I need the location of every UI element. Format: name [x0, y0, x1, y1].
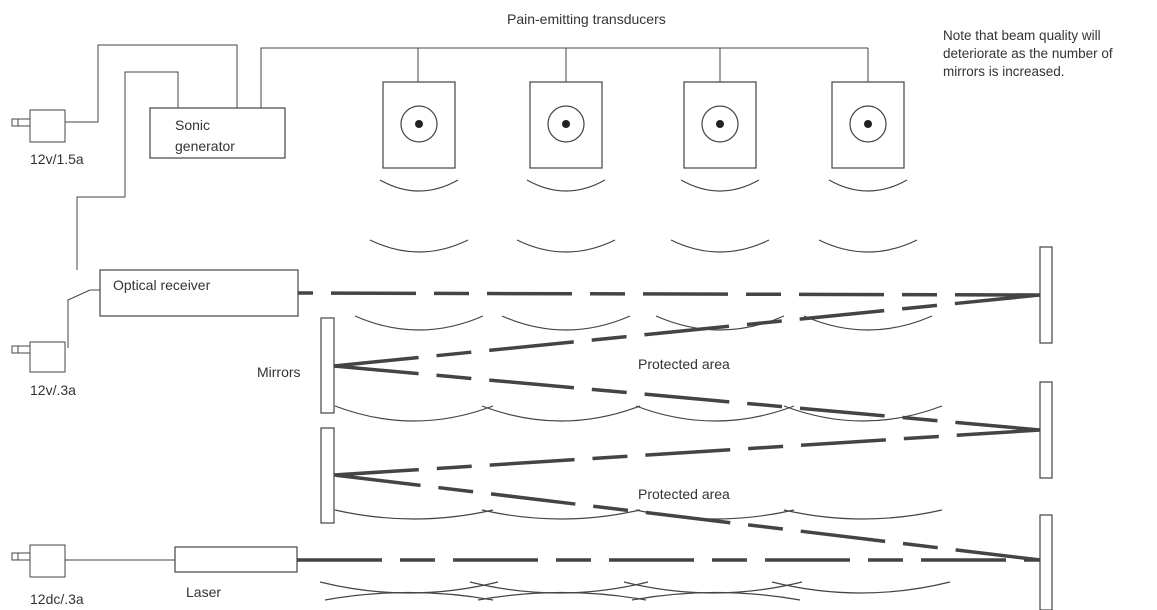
power-adapter-icon: [11, 341, 66, 373]
power-adapter-receiver: [11, 341, 66, 373]
protected-area-label-2: Protected area: [638, 486, 730, 502]
mirrors-label: Mirrors: [257, 364, 301, 380]
wire-receiver-power: [67, 289, 100, 348]
sound-wave-icon: [670, 239, 770, 253]
transducer-icon: [683, 81, 757, 169]
note-line-3: mirrors is increased.: [943, 64, 1065, 79]
optical-receiver: Optical receiver: [99, 269, 299, 317]
sound-wave-icon: [783, 509, 943, 520]
power-label-receiver: 12v/.3a: [30, 382, 76, 398]
sonic-generator-label-line2: generator: [175, 138, 235, 154]
sound-waves: [319, 179, 951, 601]
wire-receiver-to-generator: [76, 71, 179, 270]
sound-wave-icon: [469, 581, 649, 594]
beam-segment: [333, 473, 1041, 562]
power-adapter-sonic: [11, 109, 66, 143]
mirror-icon: [1039, 381, 1053, 479]
sound-wave-icon: [477, 591, 647, 601]
sound-wave-icon: [369, 239, 469, 253]
beam-segment: [297, 291, 1041, 297]
wiring: [65, 44, 869, 561]
mirrors: [320, 246, 1053, 610]
wire-transducer-bus: [260, 47, 868, 108]
sonic-generator: Sonic generator: [149, 107, 286, 159]
transducer-icon: [831, 81, 905, 169]
sound-wave-icon: [680, 179, 760, 192]
sonic-generator-label-line1: Sonic: [175, 117, 210, 133]
wire-sonic-power: [65, 44, 238, 123]
transducers: [382, 81, 905, 169]
laser-beam-icon: [297, 291, 1041, 562]
note-line-2: deteriorate as the number of: [943, 46, 1113, 61]
transducer-icon: [382, 81, 456, 169]
note-line-1: Note that beam quality will: [943, 28, 1101, 43]
beam-segment: [333, 293, 1041, 368]
sound-wave-icon: [516, 239, 616, 253]
power-label-laser: 12dc/.3a: [30, 591, 84, 607]
sound-wave-icon: [635, 405, 795, 422]
sound-wave-icon: [334, 405, 494, 422]
sound-wave-icon: [324, 591, 494, 601]
sound-wave-icon: [803, 315, 933, 331]
sound-wave-icon: [783, 405, 943, 422]
laser: Laser: [174, 546, 298, 600]
sound-wave-icon: [623, 581, 803, 594]
sound-wave-icon: [319, 581, 499, 594]
sound-wave-icon: [631, 591, 801, 601]
sound-wave-icon: [526, 179, 606, 192]
sound-wave-icon: [334, 509, 494, 520]
mirror-icon: [320, 427, 335, 524]
power-label-sonic: 12v/1.5a: [30, 151, 84, 167]
laser-label: Laser: [186, 584, 221, 600]
optical-receiver-label: Optical receiver: [113, 277, 211, 293]
transducers-label: Pain-emitting transducers: [507, 11, 666, 27]
sound-wave-icon: [818, 239, 918, 253]
sound-wave-icon: [828, 179, 908, 192]
sound-wave-icon: [481, 509, 641, 520]
power-adapter-icon: [11, 109, 66, 143]
sound-wave-icon: [501, 315, 631, 331]
sound-wave-icon: [354, 315, 484, 331]
beam-segment: [333, 364, 1041, 432]
power-adapter-icon: [11, 544, 66, 578]
power-adapter-laser: [11, 544, 66, 578]
sound-wave-icon: [481, 405, 641, 422]
sound-wave-icon: [771, 581, 951, 594]
protected-area-label-1: Protected area: [638, 356, 730, 372]
mirror-icon: [1039, 246, 1053, 344]
sound-wave-icon: [379, 179, 459, 192]
beam-quality-note: Note that beam quality will deteriorate …: [943, 28, 1113, 79]
transducer-icon: [529, 81, 603, 169]
beam-segment: [333, 428, 1041, 477]
mirror-icon: [1039, 514, 1053, 610]
mirror-icon: [320, 317, 335, 414]
